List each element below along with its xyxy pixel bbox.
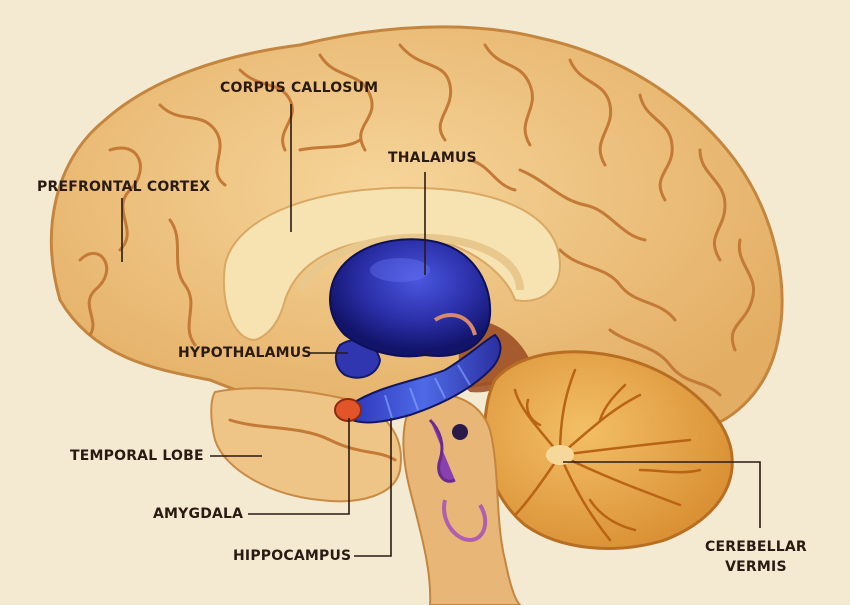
hippocampus-leader bbox=[354, 418, 392, 557]
label-hippocampus: HIPPOCAMPUS bbox=[233, 548, 352, 564]
fornix-shape bbox=[296, 233, 524, 292]
thalamus-highlight bbox=[370, 258, 430, 282]
amygdala-shape bbox=[334, 398, 362, 422]
label-prefrontal-cortex: PREFRONTAL CORTEX bbox=[37, 179, 211, 195]
label-temporal-lobe: TEMPORAL LOBE bbox=[70, 448, 204, 464]
label-corpus-callosum: CORPUS CALLOSUM bbox=[220, 80, 379, 96]
hippocampus-highlights bbox=[384, 364, 471, 419]
amygdala-leader bbox=[248, 418, 350, 515]
sulci-pattern bbox=[78, 43, 756, 462]
aqueduct-marking bbox=[452, 424, 468, 440]
label-thalamus: THALAMUS bbox=[388, 150, 477, 166]
midbrain-marking bbox=[428, 418, 456, 483]
fourth-ventricle-shape bbox=[442, 499, 488, 543]
thalamus-shape bbox=[328, 238, 492, 358]
thalamus-stria bbox=[433, 313, 477, 336]
brainstem-shape bbox=[402, 392, 522, 605]
label-cerebellar-vermis-line2: VERMIS bbox=[725, 559, 787, 575]
vermis-core bbox=[546, 445, 574, 465]
label-hypothalamus: HYPOTHALAMUS bbox=[178, 345, 312, 361]
label-cerebellar-vermis: CEREBELLAR VERMIS bbox=[705, 537, 807, 577]
label-amygdala: AMYGDALA bbox=[153, 506, 244, 522]
cerebellar-vermis-leader bbox=[563, 461, 761, 528]
label-cerebellar-vermis-line1: CEREBELLAR bbox=[705, 539, 807, 555]
corpus-callosum-shape bbox=[222, 186, 562, 342]
leader-lines bbox=[121, 104, 761, 557]
